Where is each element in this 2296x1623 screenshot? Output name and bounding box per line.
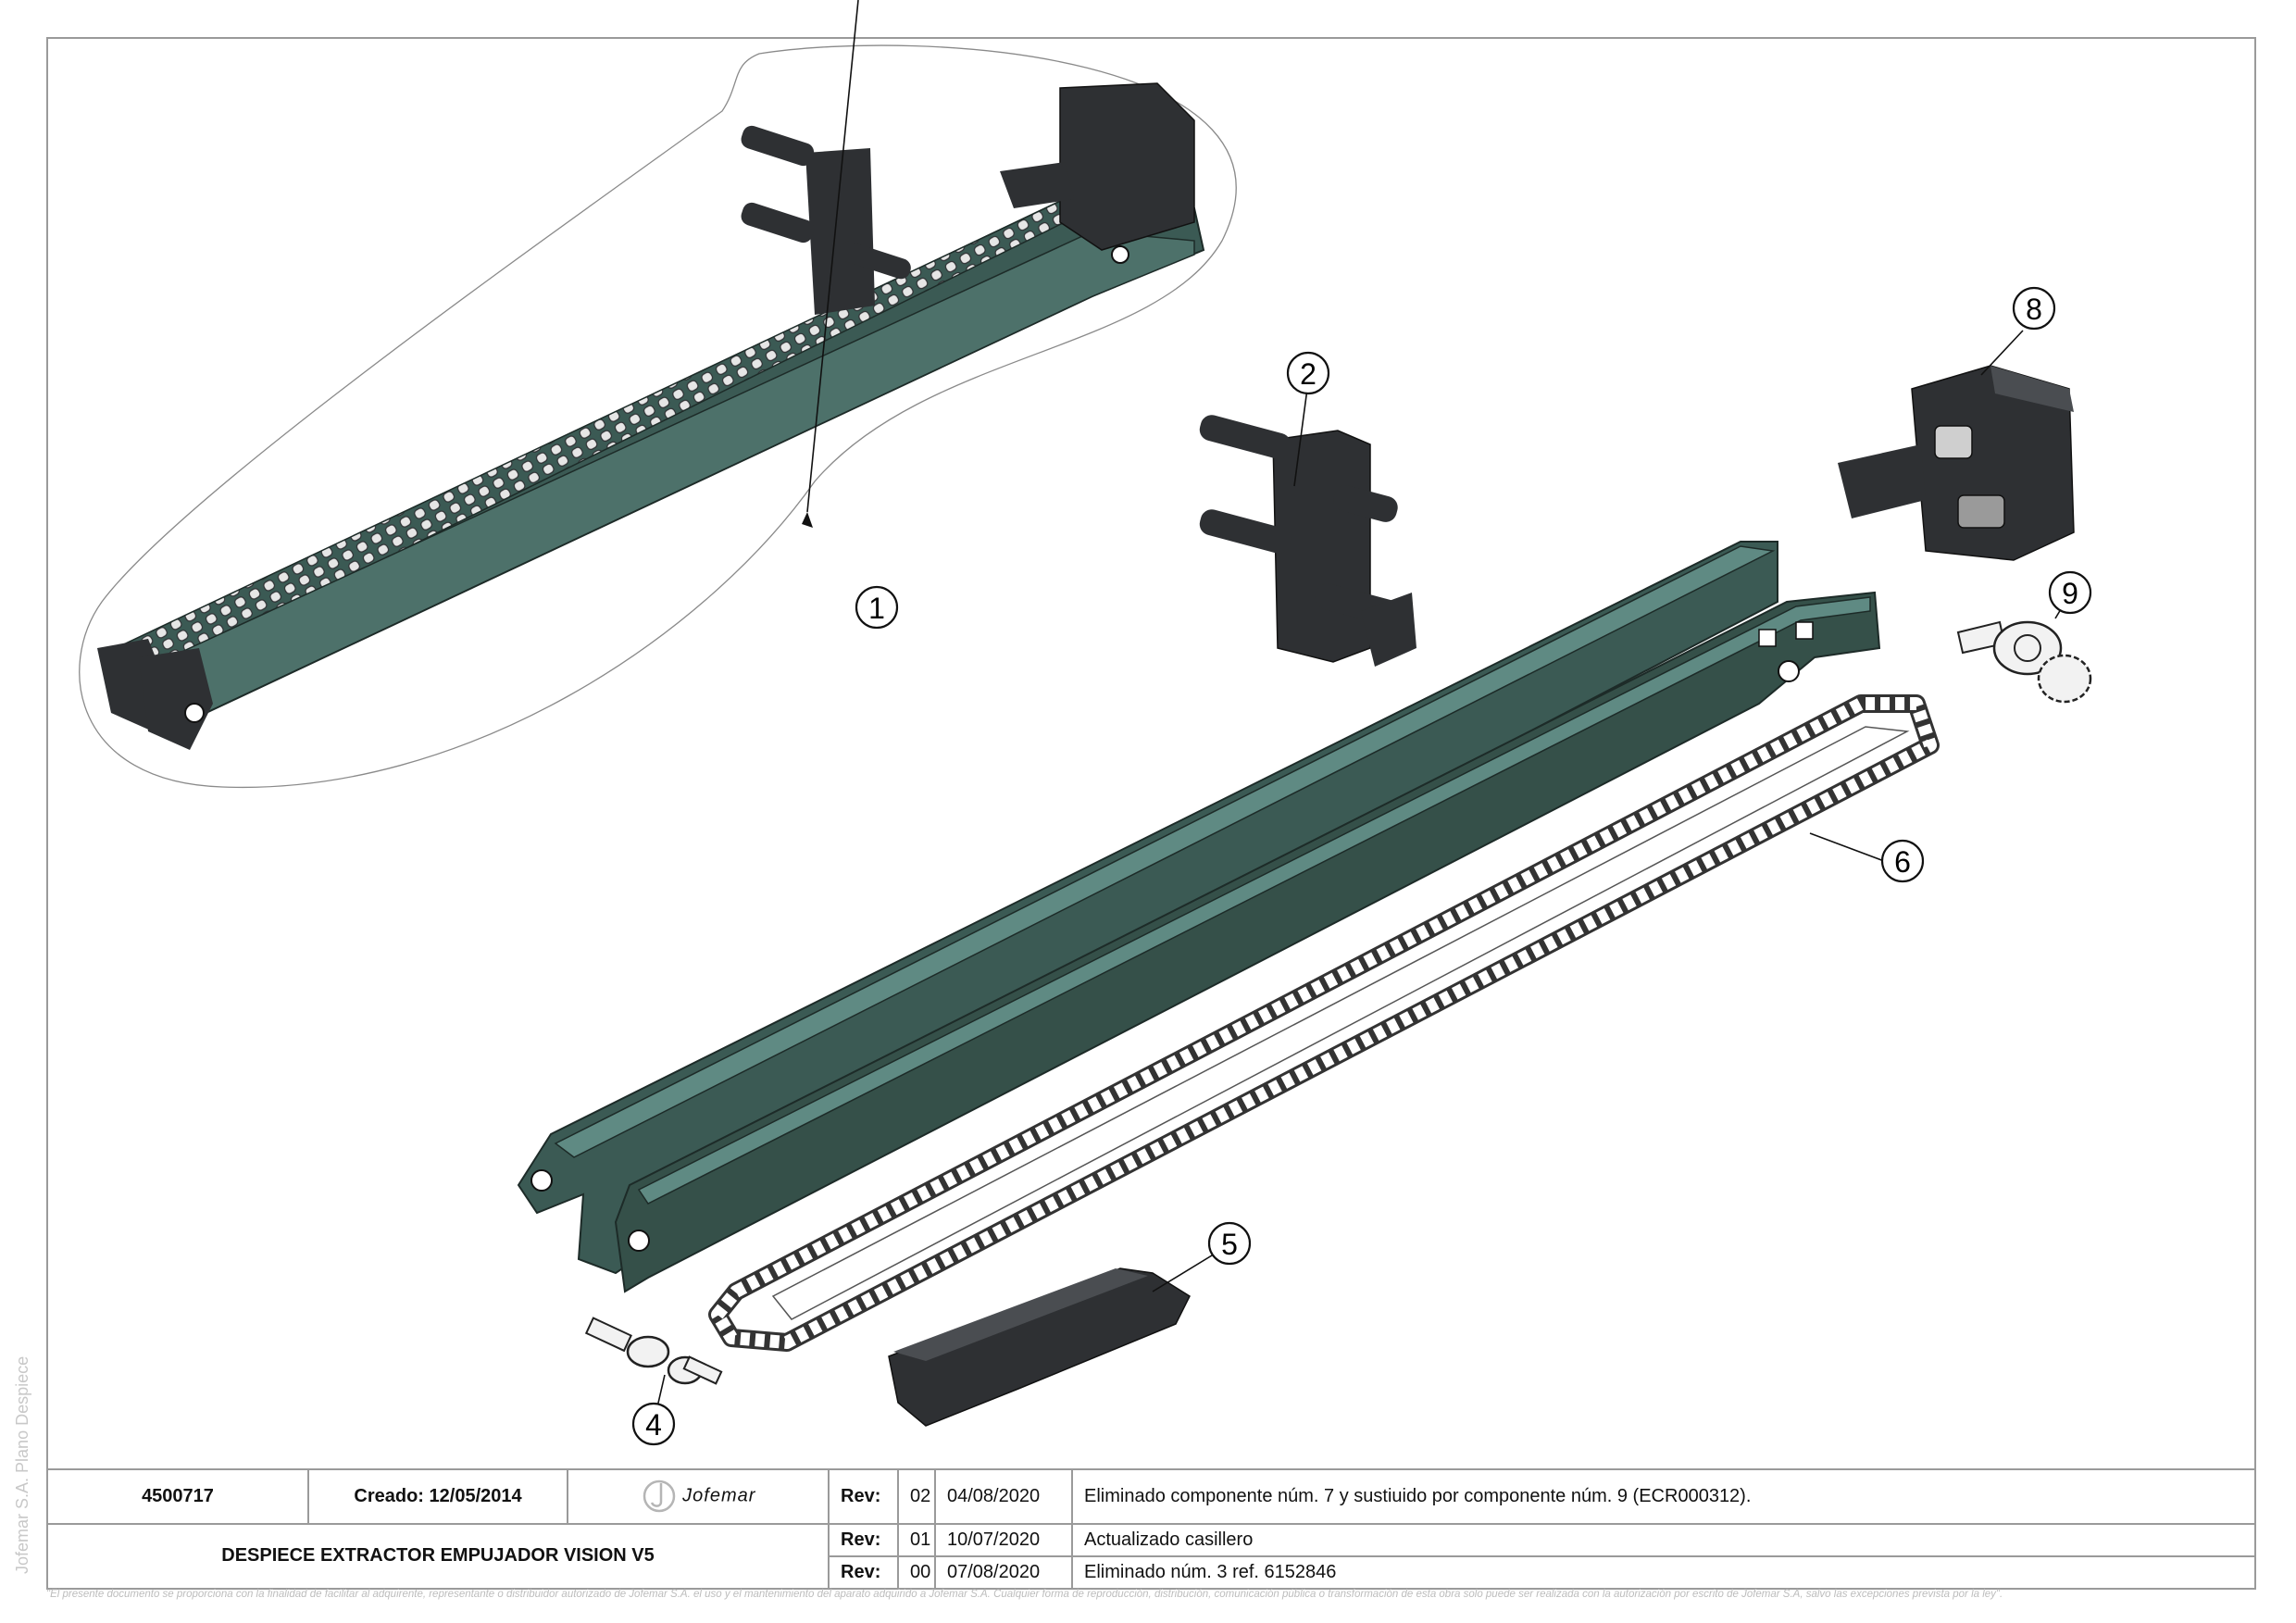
- callout-6: 6: [1880, 839, 1925, 883]
- rev-date-2: 07/08/2020: [934, 1554, 1073, 1591]
- created-date: 12/05/2014: [429, 1485, 522, 1506]
- part-1-rack-assembly: [97, 82, 1205, 750]
- callout-8-label: 8: [2026, 293, 2042, 326]
- rev-label-2: Rev:: [828, 1554, 899, 1591]
- drawing-title: DESPIECE EXTRACTOR EMPUJADOR VISION V5: [46, 1522, 830, 1591]
- rev-description-0: Eliminado componente núm. 7 y sustiuido …: [1071, 1468, 2256, 1525]
- callout-1-label: 1: [868, 592, 885, 625]
- callout-5-label: 5: [1221, 1228, 1238, 1261]
- arrow-head-1: [802, 512, 813, 528]
- rev-date-1: 10/07/2020: [934, 1522, 1073, 1557]
- callout-4: 4: [631, 1402, 676, 1446]
- drawing-frame: [46, 37, 2256, 1590]
- title-block-row-1: 4500717 Creado: 12/05/2014 Jofemar Rev: …: [46, 1468, 2256, 1525]
- callout-1: 1: [855, 585, 899, 630]
- part-9-gear-shaft: [1956, 620, 2092, 704]
- part-5-guide: [888, 1267, 1191, 1427]
- callout-4-label: 4: [645, 1408, 662, 1442]
- side-label: Jofemar S.A. Plano Despiece: [13, 1355, 31, 1574]
- rev-number-0: 02: [897, 1468, 936, 1525]
- logo-text: Jofemar: [682, 1485, 756, 1506]
- part-6-chain: [708, 694, 1940, 1352]
- callout-6-label: 6: [1894, 845, 1911, 879]
- callout-9: 9: [2048, 570, 2092, 615]
- title-block: 4500717 Creado: 12/05/2014 Jofemar Rev: …: [46, 1468, 2256, 1591]
- callout-9-label: 9: [2062, 577, 2078, 610]
- rev-label-1: Rev:: [828, 1522, 899, 1557]
- drawing-number: 4500717: [46, 1468, 309, 1525]
- rev-label-0: Rev:: [828, 1468, 899, 1525]
- rev-description-2: Eliminado núm. 3 ref. 6152846: [1071, 1554, 2256, 1591]
- part-8-motor-block: [1838, 365, 2075, 561]
- rev-date-0: 04/08/2020: [934, 1468, 1073, 1525]
- callout-2-label: 2: [1300, 357, 1316, 391]
- rev-number-2: 00: [897, 1554, 936, 1591]
- callout-2: 2: [1286, 351, 1330, 395]
- callout-8: 8: [2012, 286, 2056, 331]
- part-4-small-shaft: [584, 1317, 723, 1385]
- assembly-1-outline: [79, 44, 1237, 789]
- copyright-footer-note: "El presente documento se proporciona co…: [46, 1589, 2003, 1600]
- rev-description-1: Actualizado casillero: [1071, 1522, 2256, 1557]
- title-block-row-2: DESPIECE EXTRACTOR EMPUJADOR VISION V5 R…: [46, 1522, 2256, 1591]
- created-label: Creado:: [354, 1485, 424, 1506]
- part-2-pusher: [1199, 415, 1416, 667]
- jofemar-logo-icon: [643, 1480, 675, 1513]
- main-rail-profile: [517, 541, 1881, 1293]
- created-cell: Creado: 12/05/2014: [307, 1468, 568, 1525]
- title-block-row-3: Rev: 00 07/08/2020 Eliminado núm. 3 ref.…: [47, 1554, 2256, 1591]
- callout-5: 5: [1207, 1221, 1252, 1266]
- company-logo: Jofemar: [567, 1468, 830, 1525]
- rev-number-1: 01: [897, 1522, 936, 1557]
